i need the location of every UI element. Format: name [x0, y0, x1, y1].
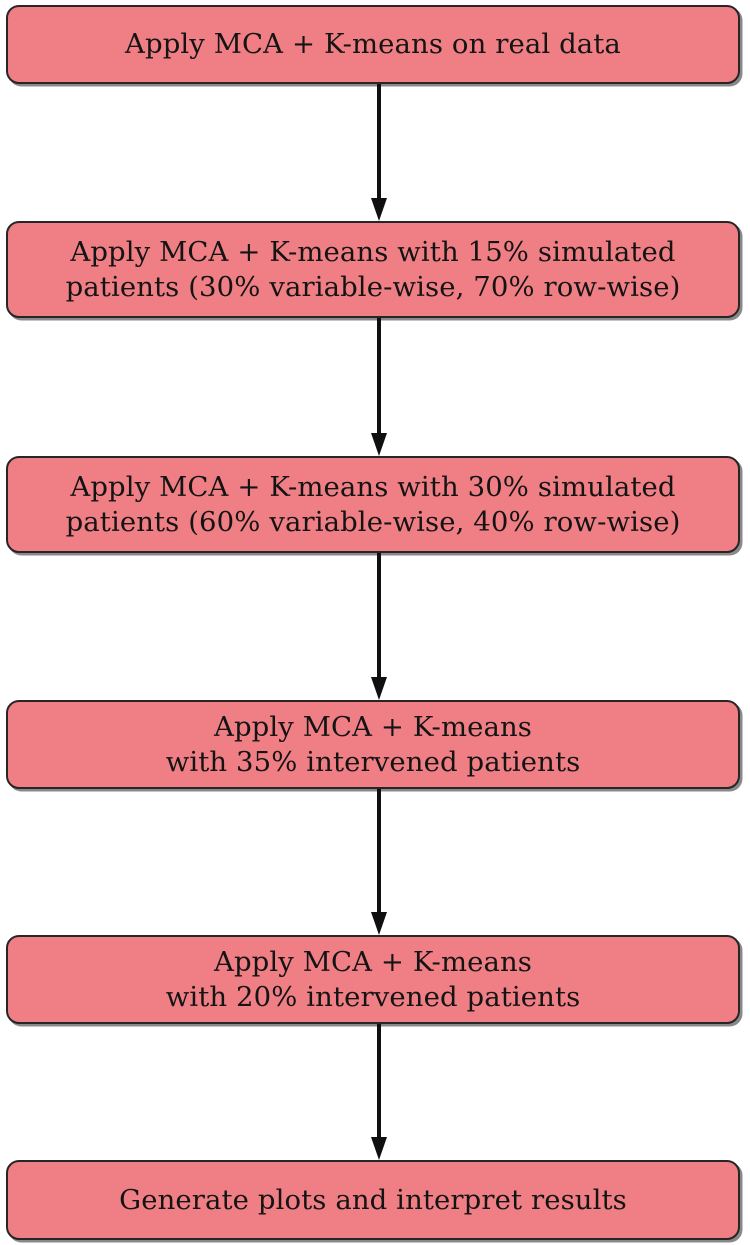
arrow-shaft: [377, 789, 381, 912]
arrow-shaft: [377, 553, 381, 677]
flowchart-node-step-2: Apply MCA + K-means with 15% simulated p…: [6, 221, 740, 318]
flowchart-node-label: Apply MCA + K-means with 15% simulated p…: [65, 235, 681, 303]
flowchart-node-label: Apply MCA + K-means with 35% intervened …: [165, 710, 581, 778]
flowchart-node-label: Apply MCA + K-means on real data: [125, 28, 621, 61]
flow-arrow-step-5-to-step-6: [371, 1024, 387, 1160]
flow-arrow-step-1-to-step-2: [371, 84, 387, 221]
arrow-shaft: [377, 318, 381, 433]
flow-arrow-step-4-to-step-5: [371, 789, 387, 935]
flowchart-node-step-1: Apply MCA + K-means on real data: [6, 5, 740, 84]
flowchart-node-step-3: Apply MCA + K-means with 30% simulated p…: [6, 456, 740, 553]
arrow-shaft: [377, 1024, 381, 1137]
arrow-head-down-icon: [371, 1137, 387, 1160]
flowchart-node-label: Apply MCA + K-means with 30% simulated p…: [65, 470, 681, 538]
flow-arrow-step-2-to-step-3: [371, 318, 387, 456]
arrow-head-down-icon: [371, 912, 387, 935]
flowchart-node-step-5: Apply MCA + K-means with 20% intervened …: [6, 935, 740, 1024]
flow-arrow-step-3-to-step-4: [371, 553, 387, 700]
arrow-shaft: [377, 84, 381, 198]
flowchart-node-step-6: Generate plots and interpret results: [6, 1160, 740, 1240]
arrow-head-down-icon: [371, 677, 387, 700]
arrow-head-down-icon: [371, 433, 387, 456]
arrow-head-down-icon: [371, 198, 387, 221]
flowchart-node-step-4: Apply MCA + K-means with 35% intervened …: [6, 700, 740, 789]
flowchart-node-label: Generate plots and interpret results: [119, 1183, 627, 1216]
flowchart-node-label: Apply MCA + K-means with 20% intervened …: [165, 945, 581, 1013]
